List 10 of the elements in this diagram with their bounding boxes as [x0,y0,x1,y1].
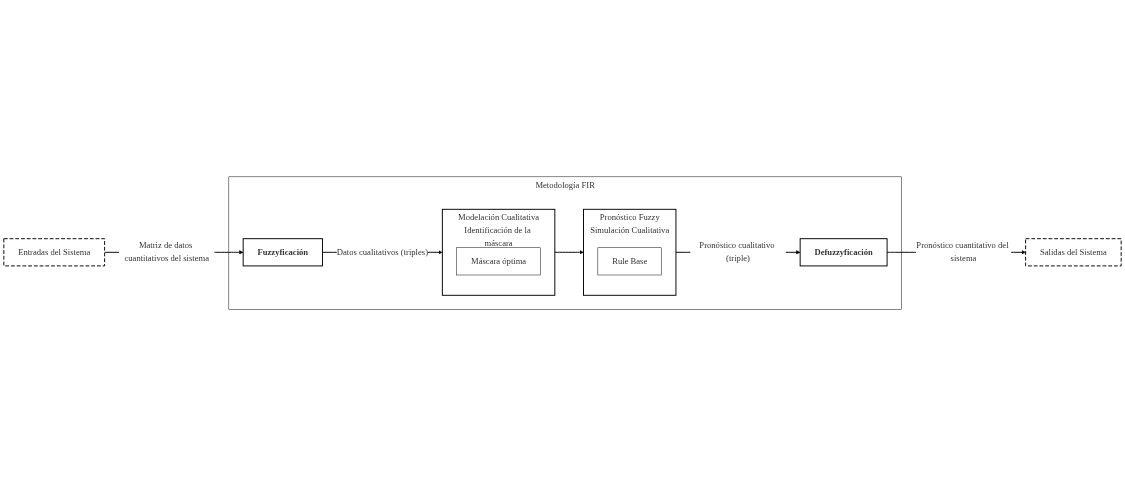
node-box: Rule Base [597,247,662,276]
edge-label: Matriz de datos cuantitativos del sistema [124,241,209,264]
node-box: Fuzzyficación [242,238,323,267]
node-box: Máscara óptima [456,247,541,276]
node-box: Defuzzyficación [799,238,888,267]
node-box: Entradas del Sistema [3,238,106,267]
node-box: Salidas del Sistema [1025,238,1122,267]
edge-label: Pronóstico cualitativo (triple) [699,241,775,264]
edge-label: Pronóstico cuantitativo del sistema [916,241,1009,264]
edge-label: Datos cualitativos (triples) [336,247,429,258]
